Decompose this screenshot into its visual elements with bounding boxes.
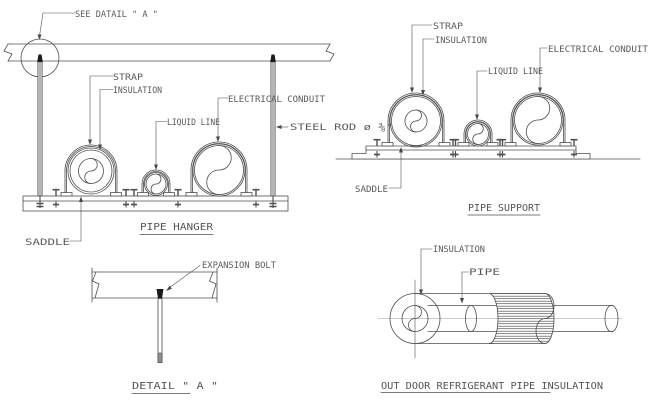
insulation-label: INSULATION	[435, 36, 487, 46]
conduit-pipe	[510, 92, 566, 146]
insulation-cylinder	[414, 293, 495, 344]
break-mark	[91, 271, 100, 299]
expansion-bolt-anchor	[156, 289, 164, 299]
electrical-conduit-label: ELECTRICAL CONDUIT	[548, 45, 649, 55]
slab-section	[91, 267, 218, 303]
refrigerant-symbol	[472, 123, 484, 145]
insulation-label: INSULATION	[433, 245, 485, 255]
insulated-pipe	[64, 144, 118, 195]
detail-a-title: DETAIL " A "	[132, 381, 218, 392]
saddle-label: SADDLE	[25, 238, 70, 248]
pipe-end-view	[389, 293, 441, 344]
detail-a-drawing: EXPANSION BOLT DETAIL " A "	[91, 261, 277, 394]
refrigerant-symbol	[525, 96, 551, 144]
strap-label: STRAP	[113, 73, 144, 83]
see-detail-label: SEE DATAIL " A "	[75, 10, 158, 20]
refrigerant-symbol	[150, 173, 162, 195]
pipe-support-drawing: STRAP INSULATION LIQUID LINE ELECTRICAL …	[335, 22, 649, 216]
detail-a-leaders	[166, 265, 201, 291]
hanger-tray	[22, 195, 289, 212]
insulated-pipe	[387, 92, 445, 148]
refrigerant-symbol	[410, 109, 422, 133]
break-mark	[208, 271, 217, 299]
pipe-joint	[465, 305, 477, 332]
pipe-support-title: PIPE SUPPORT	[468, 203, 540, 214]
saddle-label: SADDLE	[355, 185, 388, 195]
break-mark	[325, 43, 335, 62]
liquid-line-label: LIQUID LINE	[488, 67, 543, 77]
support-base	[351, 145, 591, 160]
outdoor-insulation-drawing: INSULATION PIPE OUT DOOR REFRIGERANT PIP…	[378, 245, 622, 393]
steel-rods	[37, 54, 276, 197]
refrigerant-symbol	[206, 145, 232, 195]
anchor-bolt	[37, 54, 43, 62]
pipe-hanger-leaders	[37, 12, 289, 242]
rod-threaded-tip	[157, 352, 163, 363]
expansion-bolt-label: EXPANSION BOLT	[202, 261, 277, 271]
pipe-end-cap	[604, 304, 619, 333]
pipe-hanger-drawing: SEE DATAIL " A " STRAP INSULATION LIQUID…	[3, 10, 393, 248]
insulation-label: INSULATION	[113, 86, 162, 96]
refrigerant-symbol	[408, 305, 422, 332]
refrigerant-symbol	[84, 158, 98, 184]
outdoor-insulation-title: OUT DOOR REFRIGERANT PIPE INSULATION	[381, 381, 603, 392]
anchor-bolt	[270, 54, 276, 62]
break-mark	[3, 43, 13, 62]
pipe-support-leaders	[388, 24, 548, 189]
steel-rod-label: STEEL ROD ø ⅜"	[290, 123, 393, 133]
pipe-label: PIPE	[469, 268, 500, 278]
rod-nuts	[36, 196, 277, 208]
conduit-pipe	[190, 141, 248, 197]
hanger-rod	[157, 298, 163, 363]
liquid-line-pipe	[141, 169, 171, 196]
strap-label: STRAP	[433, 22, 464, 32]
liquid-line-pipe	[463, 119, 493, 147]
ceiling-slab	[3, 43, 335, 62]
insulation-hatched-section	[488, 293, 555, 344]
electrical-conduit-label: ELECTRICAL CONDUIT	[228, 95, 326, 105]
liquid-line-label: LIQUID LINE	[167, 118, 220, 128]
pipe-hanger-title: PIPE HANGER	[140, 222, 214, 233]
outdoor-leaders	[419, 248, 470, 304]
